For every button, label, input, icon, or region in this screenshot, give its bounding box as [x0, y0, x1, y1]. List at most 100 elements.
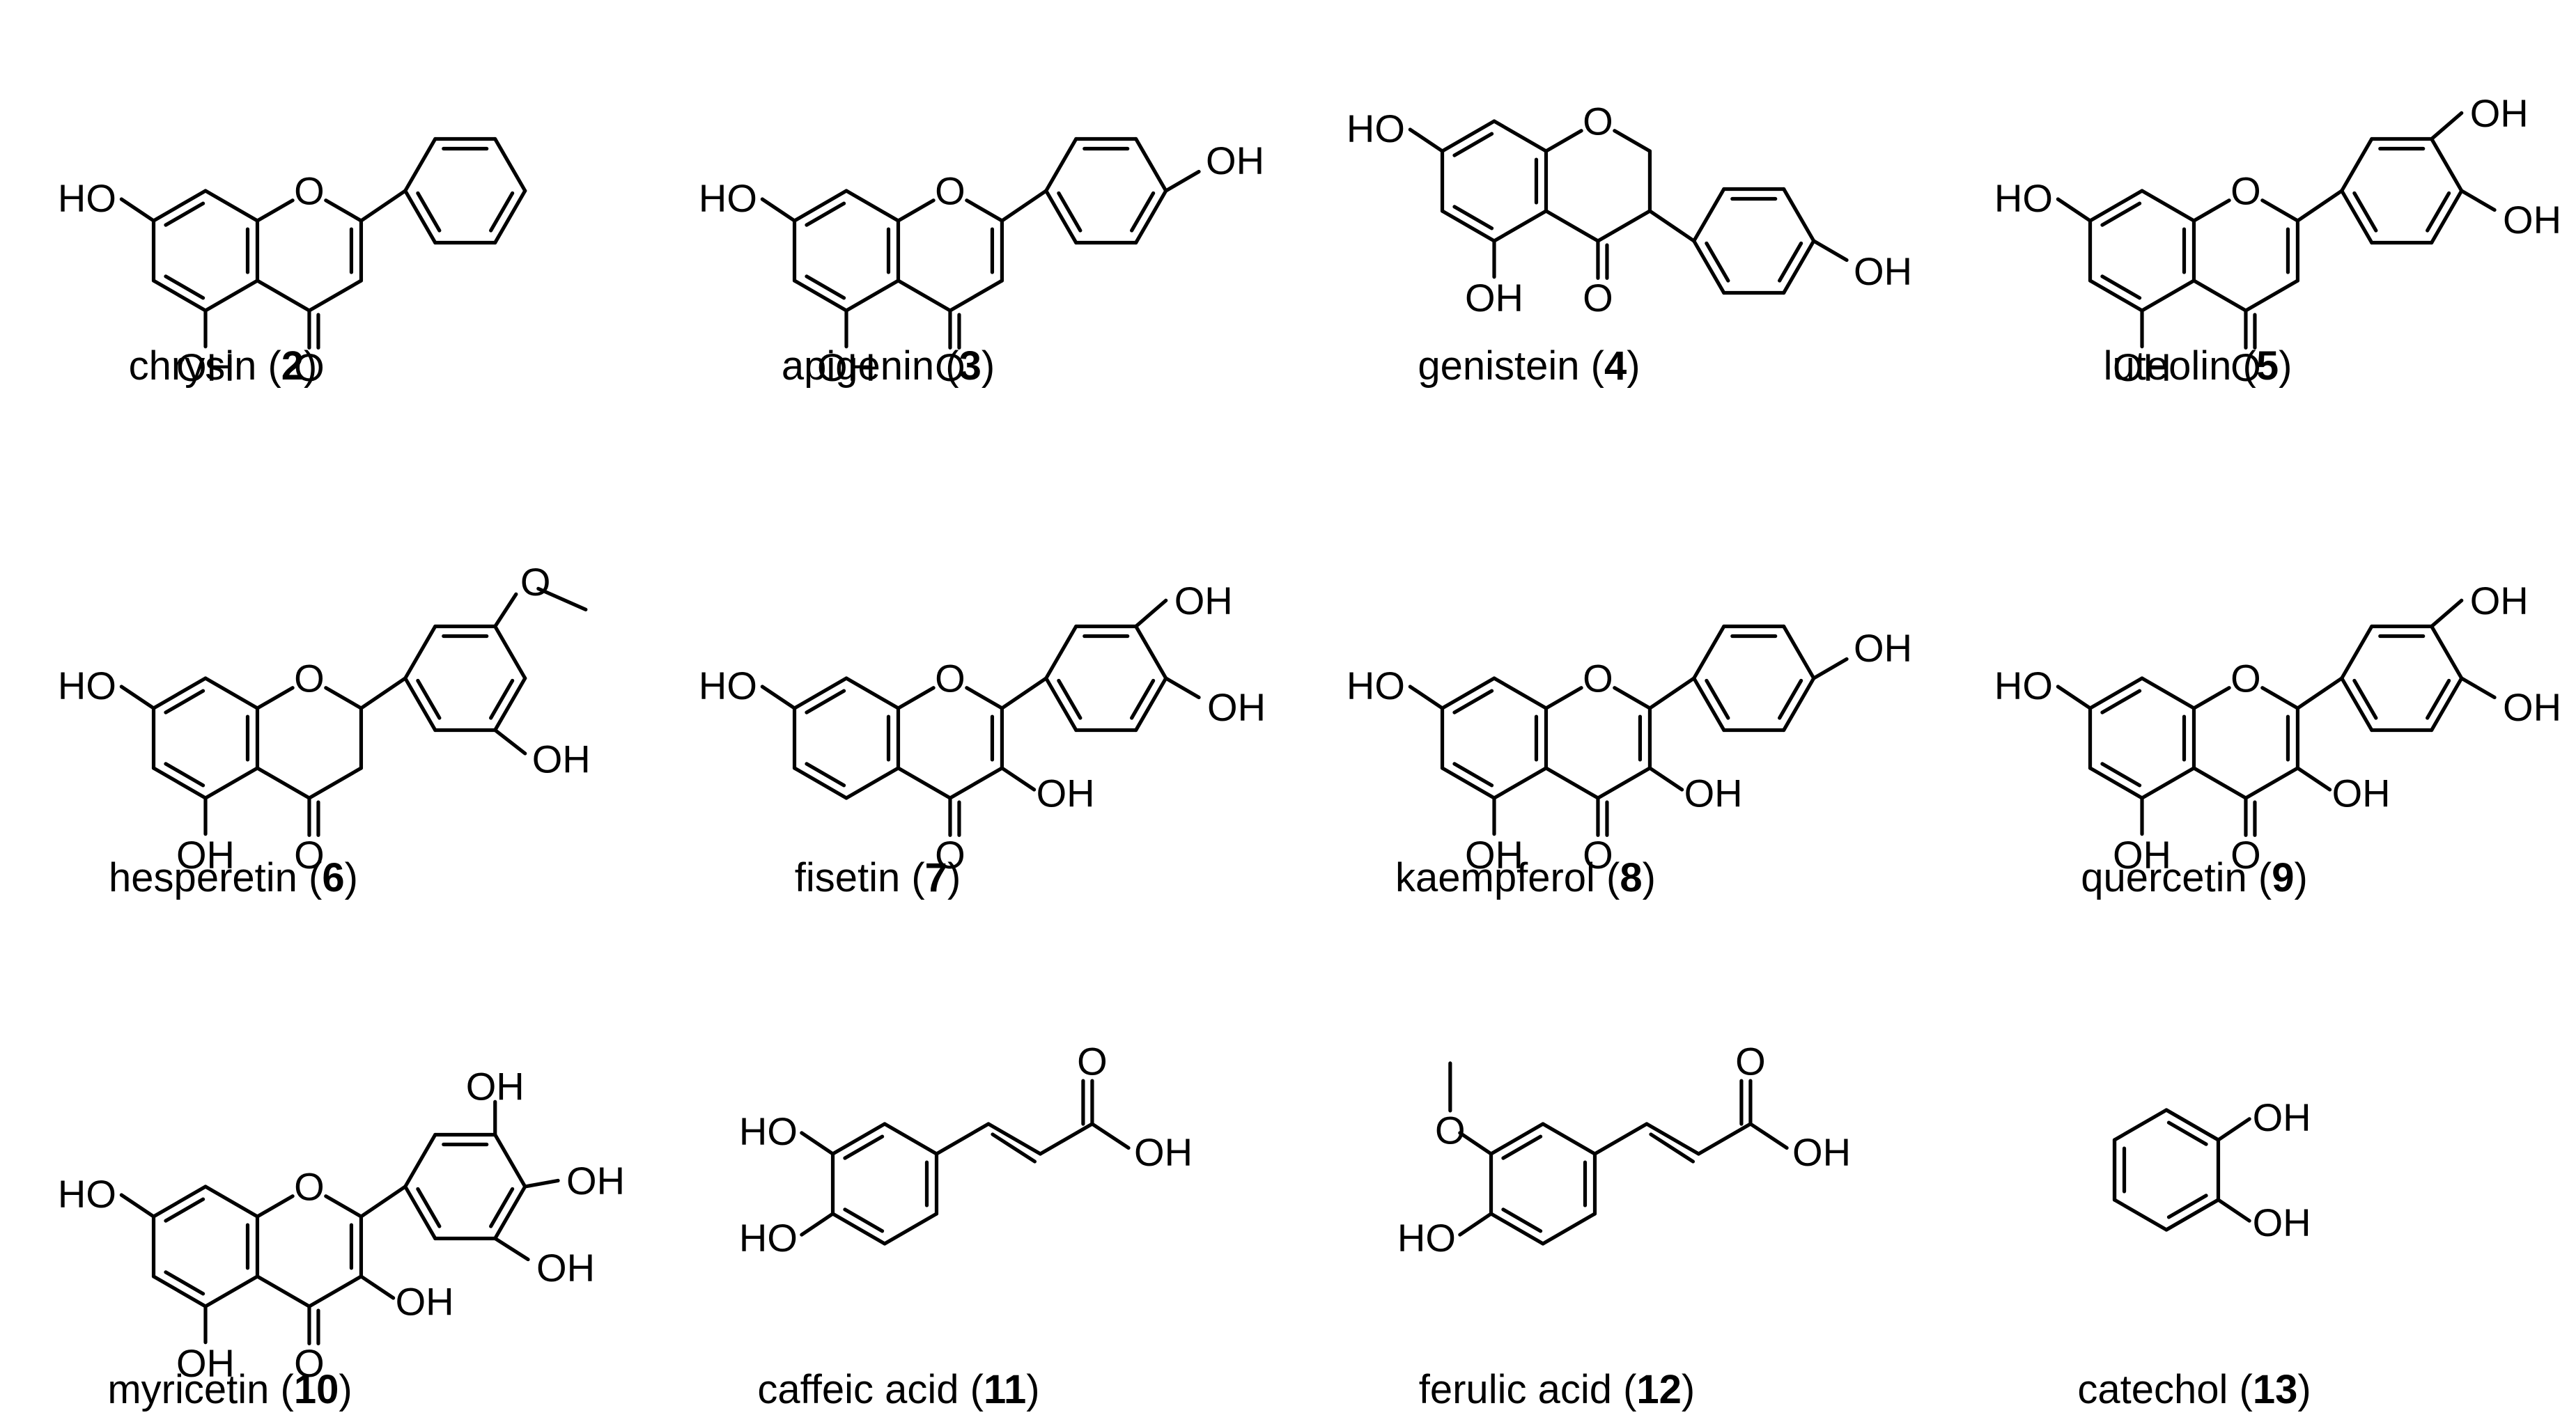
bond: [2191, 279, 2248, 313]
bond: [1492, 119, 1549, 153]
bond: [1134, 624, 1168, 680]
hydroxyl-label: OH: [2503, 685, 2561, 729]
hydroxyl-label: OH: [1174, 579, 1233, 623]
double-bond-inner-line: [2166, 1120, 2208, 1146]
bond: [1649, 1132, 1696, 1164]
compound-number: 2: [281, 343, 304, 389]
bond: [948, 766, 1004, 800]
bond: [2430, 136, 2464, 193]
bond: [1440, 766, 1496, 800]
bond: [2056, 685, 2093, 710]
compound-caption: quercetin (9): [2081, 855, 2308, 900]
bond: [1812, 239, 1849, 263]
ring-oxygen-label: O: [294, 657, 325, 701]
double-bond-inner-line: [2166, 1194, 2208, 1219]
bond: [359, 1185, 408, 1219]
compound-name: quercetin (: [2081, 855, 2272, 900]
bond: [2164, 1198, 2221, 1232]
compound-number: 11: [984, 1367, 1026, 1412]
bond: [2140, 676, 2196, 710]
bond: [792, 279, 848, 313]
double-bond-inner-line: [1057, 678, 1083, 720]
compound-number: 8: [1620, 855, 1642, 900]
bond: [2112, 1108, 2168, 1142]
bond: [1492, 209, 1549, 243]
bond: [1696, 1122, 1753, 1156]
bond: [493, 136, 527, 193]
compound-caption: chrysin (2): [129, 343, 318, 389]
double-bond-inner-line: [164, 1197, 205, 1223]
bond: [1489, 1122, 1545, 1156]
methoxy-oxygen-label: O: [520, 560, 551, 604]
bond: [844, 766, 901, 800]
double-bond-inner-line: [805, 274, 846, 300]
bond: [1408, 685, 1445, 710]
compound-name-close: ): [345, 855, 358, 900]
carbonyl-oxygen-label: O: [1583, 833, 1613, 877]
bond: [119, 197, 156, 223]
bond: [1596, 209, 1652, 243]
compound-name: hesperetin (: [109, 855, 322, 900]
bond: [760, 197, 797, 223]
bond: [2191, 766, 2248, 800]
compound-name: caffeic acid (: [757, 1367, 984, 1412]
compound-caption: apigenin (3): [782, 343, 995, 389]
double-bond-inner-line: [2426, 678, 2451, 720]
hydroxyl-label: OH: [1206, 139, 1264, 182]
bond: [493, 592, 518, 629]
bond: [1440, 209, 1496, 243]
double-bond-inner-line: [1452, 205, 1494, 230]
hydroxyl-label: OH: [176, 1341, 235, 1385]
bond: [1458, 1212, 1493, 1237]
double-bond-inner-line: [2100, 689, 2142, 714]
methoxy-oxygen-label: O: [1435, 1108, 1466, 1152]
double-bond-inner-line: [2100, 762, 2142, 788]
compound-name: apigenin (: [782, 343, 959, 389]
hydroxyl-label: OH: [1854, 626, 1912, 670]
hydroxyl-label: OH: [536, 1246, 595, 1290]
bond: [844, 189, 901, 223]
compound-name: genistein (: [1418, 343, 1604, 389]
bond: [896, 198, 936, 223]
hydroxyl-label: HO: [1347, 664, 1405, 708]
compound-name-close: ): [1682, 1367, 1695, 1412]
compound-number: 4: [1604, 343, 1627, 389]
bond: [2340, 676, 2374, 733]
double-bond-inner-line: [1705, 678, 1730, 720]
bond: [151, 1274, 208, 1308]
compound-caption: fisetin (7): [795, 855, 961, 900]
bond: [2340, 136, 2374, 193]
bond: [359, 676, 408, 710]
hydroxyl-label: HO: [1347, 107, 1405, 150]
bond: [151, 279, 208, 313]
bond: [1164, 676, 1201, 700]
bond: [2260, 686, 2300, 710]
bond: [948, 279, 1004, 313]
ring-oxygen-label: O: [2230, 657, 2261, 701]
compound-name-close: ): [1643, 855, 1656, 900]
bond: [2191, 198, 2231, 223]
bond: [523, 1178, 560, 1189]
bond: [359, 189, 408, 223]
bond: [896, 279, 952, 313]
bond: [255, 1194, 295, 1219]
hydroxyl-label: HO: [739, 1109, 798, 1153]
double-bond-inner-line: [489, 191, 515, 233]
double-bond-inner-line: [1452, 762, 1494, 788]
bond: [255, 279, 311, 313]
bond: [1044, 136, 1078, 193]
bond: [1748, 1122, 1789, 1150]
carbonyl-oxygen-label: O: [1583, 276, 1613, 320]
bond: [151, 766, 208, 800]
bond: [1134, 136, 1168, 193]
carbonyl-oxygen-label: O: [1735, 1040, 1766, 1084]
bond: [1647, 766, 1684, 792]
ring-oxygen-label: O: [935, 657, 965, 701]
bond: [1038, 1122, 1094, 1156]
